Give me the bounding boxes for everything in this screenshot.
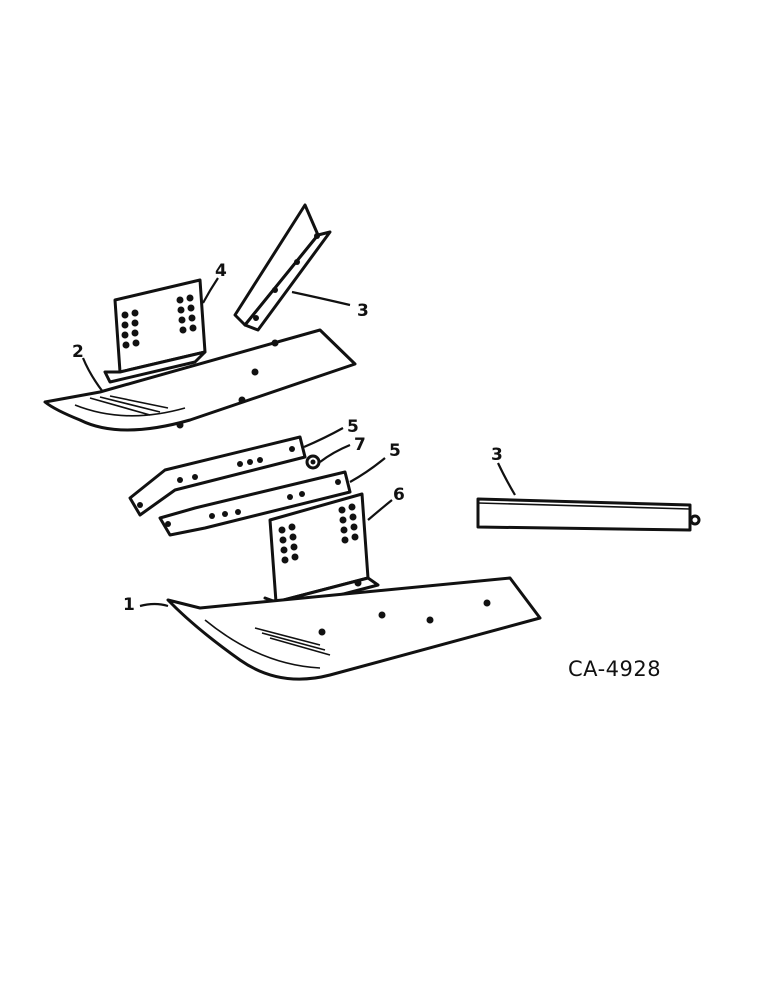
bracket-4-holes-left [121, 309, 140, 349]
part-3-angle-bracket-upper [233, 203, 332, 332]
leader-lines [81, 277, 516, 608]
part-1-lower-sweep [166, 576, 542, 681]
bracket-6-holes-right [338, 503, 359, 544]
leader-7 [319, 443, 351, 463]
bracket-6-holes-left [278, 523, 299, 564]
callout-4: 4 [215, 261, 227, 281]
leader-3-right [497, 462, 516, 496]
callout-2: 2 [72, 342, 84, 362]
callout-3-upper: 3 [357, 301, 369, 321]
leader-1 [139, 602, 169, 608]
callout-7: 7 [354, 435, 366, 455]
figure-id: CA-4928 [568, 657, 661, 681]
part-6-plate-bracket [263, 492, 380, 610]
callout-6: 6 [393, 485, 405, 505]
callout-5-upper: 5 [347, 417, 359, 437]
leader-6 [367, 499, 393, 521]
part-5-flat-bar-upper [128, 435, 307, 517]
part-2-upper-sweep [43, 328, 357, 432]
part-3-bar-right [476, 497, 701, 532]
leader-5-lower [349, 457, 386, 483]
callout-3-right: 3 [491, 445, 503, 465]
part-4-plate-bracket [103, 278, 207, 384]
leader-2 [81, 357, 104, 393]
leader-3-upper [291, 290, 351, 307]
callout-1: 1 [123, 595, 135, 615]
part-5-flat-bar-lower [158, 470, 352, 537]
bracket-4-holes-right [176, 294, 197, 334]
part-7-nut [305, 454, 321, 470]
leader-5-upper [303, 427, 344, 449]
callout-5-lower: 5 [389, 441, 401, 461]
leader-4 [202, 277, 219, 304]
